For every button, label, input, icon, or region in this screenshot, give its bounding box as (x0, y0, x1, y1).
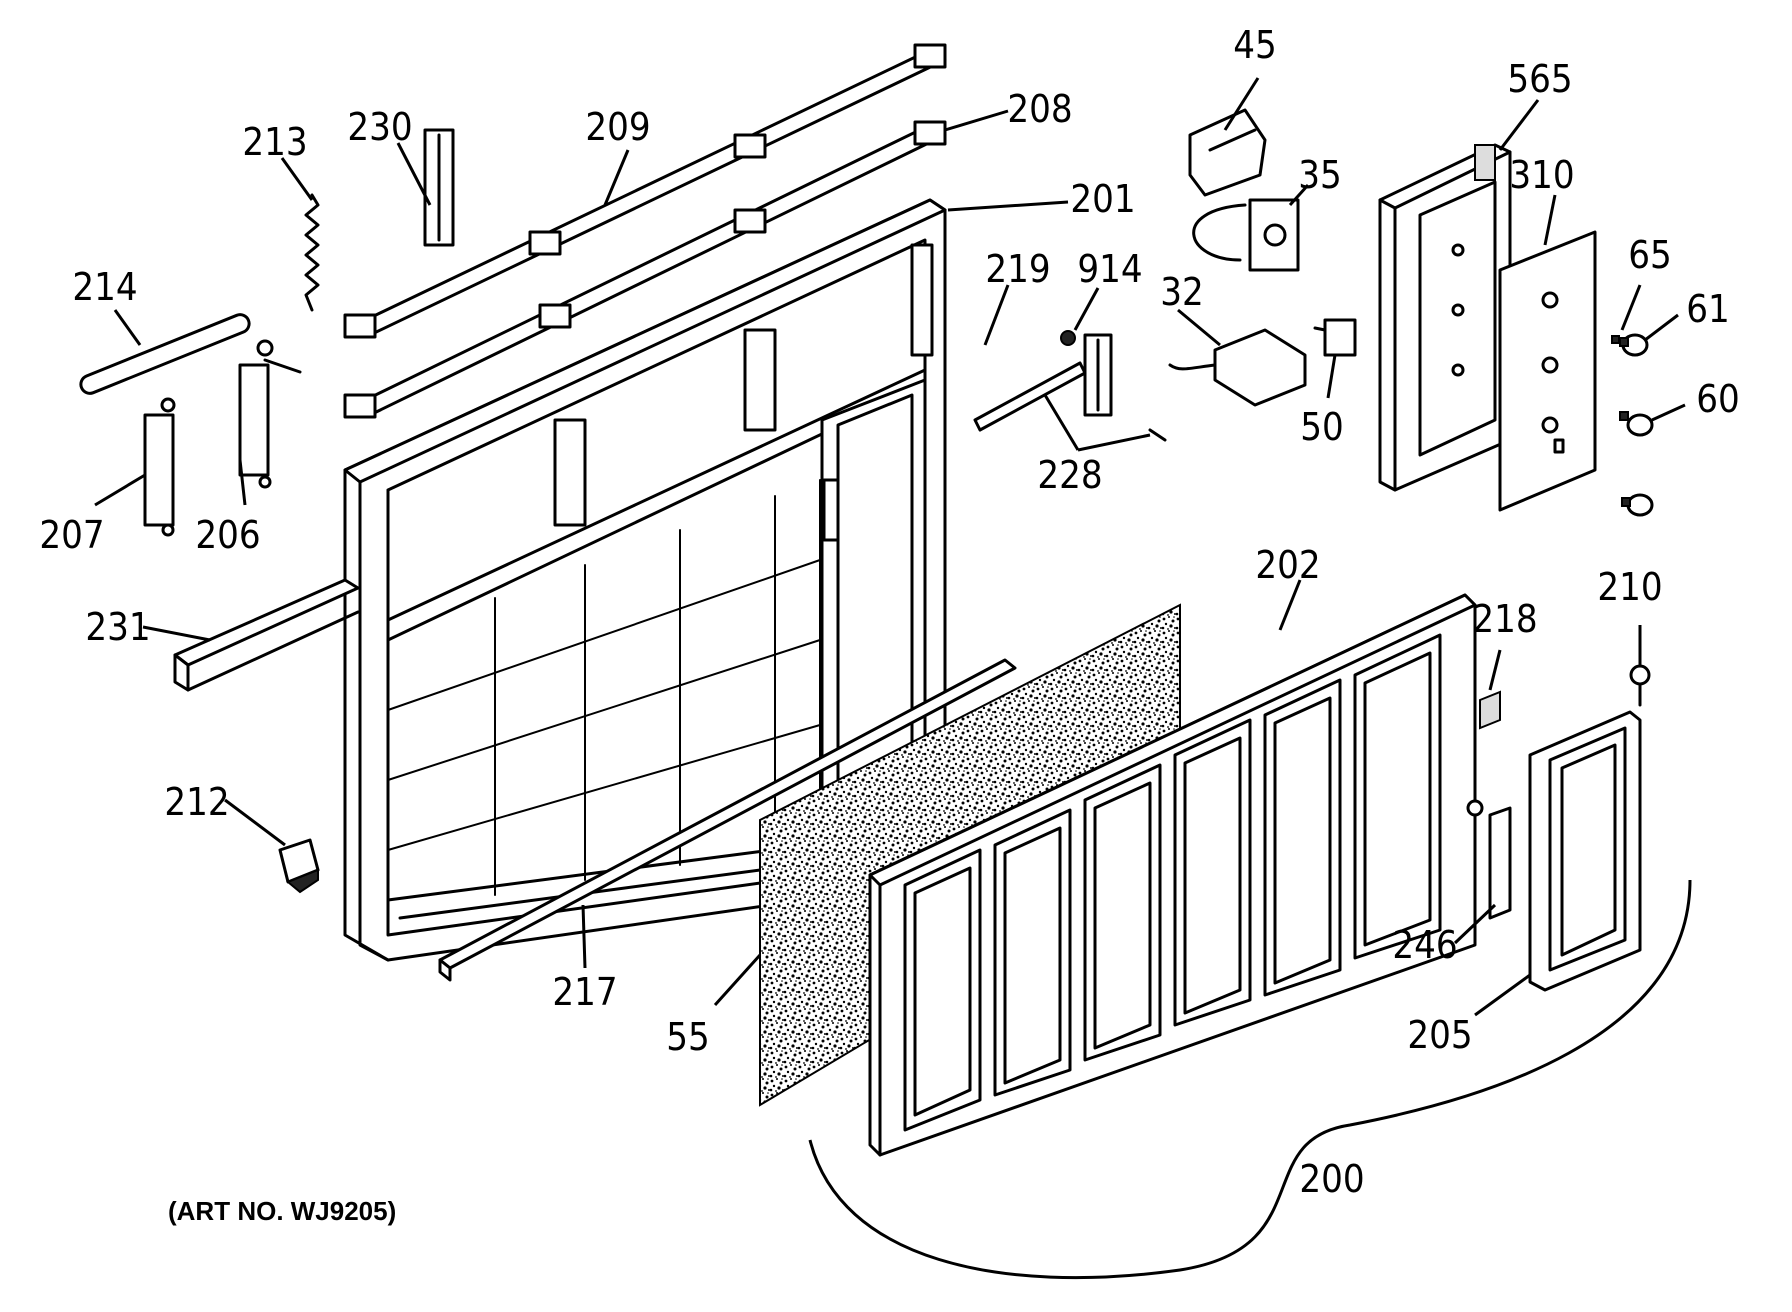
label-914: 914 (1077, 247, 1142, 291)
label-201: 201 (1070, 177, 1135, 221)
plate-246 (1466, 799, 1512, 920)
grille-louvers (903, 633, 1442, 1132)
tab-218 (1479, 690, 1501, 730)
label-65: 65 (1628, 233, 1672, 277)
clip-212 (278, 838, 320, 894)
label-230: 230 (347, 105, 412, 149)
label-213: 213 (242, 120, 307, 164)
switch-32 (1168, 328, 1307, 407)
label-206: 206 (195, 513, 260, 557)
label-231: 231 (85, 605, 150, 649)
thermostat-35 (1192, 198, 1300, 272)
knob-60 (1619, 411, 1654, 437)
control-panel-310 (1498, 230, 1597, 512)
gasket-230 (423, 128, 455, 247)
upper-slotted-plates (553, 243, 934, 527)
knob-61 (1619, 333, 1649, 357)
label-45: 45 (1233, 23, 1277, 67)
label-209: 209 (585, 105, 650, 149)
front-grille-202 (868, 593, 1477, 1157)
top-rail-209 (343, 43, 947, 339)
control-box-565 (1378, 143, 1512, 492)
leader-lines (94, 77, 1692, 1280)
label-61: 61 (1686, 287, 1730, 331)
bottom-strip-217 (438, 658, 1017, 982)
callout-labels: 45 565 35 310 208 209 230 213 201 219 91… (39, 23, 1739, 1226)
spring-clip-213 (304, 193, 320, 312)
label-202: 202 (1255, 543, 1320, 587)
art-number-caption: (ART NO. WJ9205) (168, 1196, 396, 1226)
label-214: 214 (72, 265, 137, 309)
label-50: 50 (1300, 405, 1344, 449)
label-246: 246 (1392, 923, 1457, 967)
label-32: 32 (1160, 270, 1204, 314)
label-218: 218 (1472, 597, 1537, 641)
grille-horizontal-bars (387, 559, 821, 851)
label-210: 210 (1597, 565, 1662, 609)
door-205 (1528, 710, 1642, 992)
clip-65 (1611, 335, 1620, 344)
label-310: 310 (1509, 153, 1574, 197)
knob-third (1621, 493, 1654, 517)
bracket-214 (79, 313, 251, 395)
label-228: 228 (1037, 453, 1102, 497)
label-60: 60 (1696, 377, 1740, 421)
label-565: 565 (1507, 57, 1572, 101)
label-35: 35 (1298, 153, 1342, 197)
label-205: 205 (1407, 1013, 1472, 1057)
screw-210 (1629, 664, 1651, 707)
top-rail-208 (343, 120, 947, 419)
hinge-914 (1060, 330, 1113, 417)
rod-228 (973, 361, 1167, 442)
label-55: 55 (666, 1015, 710, 1059)
label-219: 219 (985, 247, 1050, 291)
grille-vertical-bars (494, 479, 821, 896)
label-212: 212 (164, 780, 229, 824)
switch-45 (1188, 108, 1267, 197)
label-217: 217 (552, 970, 617, 1014)
slide-bracket-206 (238, 339, 302, 489)
label-208: 208 (1007, 87, 1072, 131)
support-rail-231 (173, 578, 360, 692)
label-200: 200 (1299, 1157, 1364, 1201)
connector-50 (1313, 318, 1357, 357)
slide-bracket-207 (143, 397, 176, 537)
label-207: 207 (39, 513, 104, 557)
